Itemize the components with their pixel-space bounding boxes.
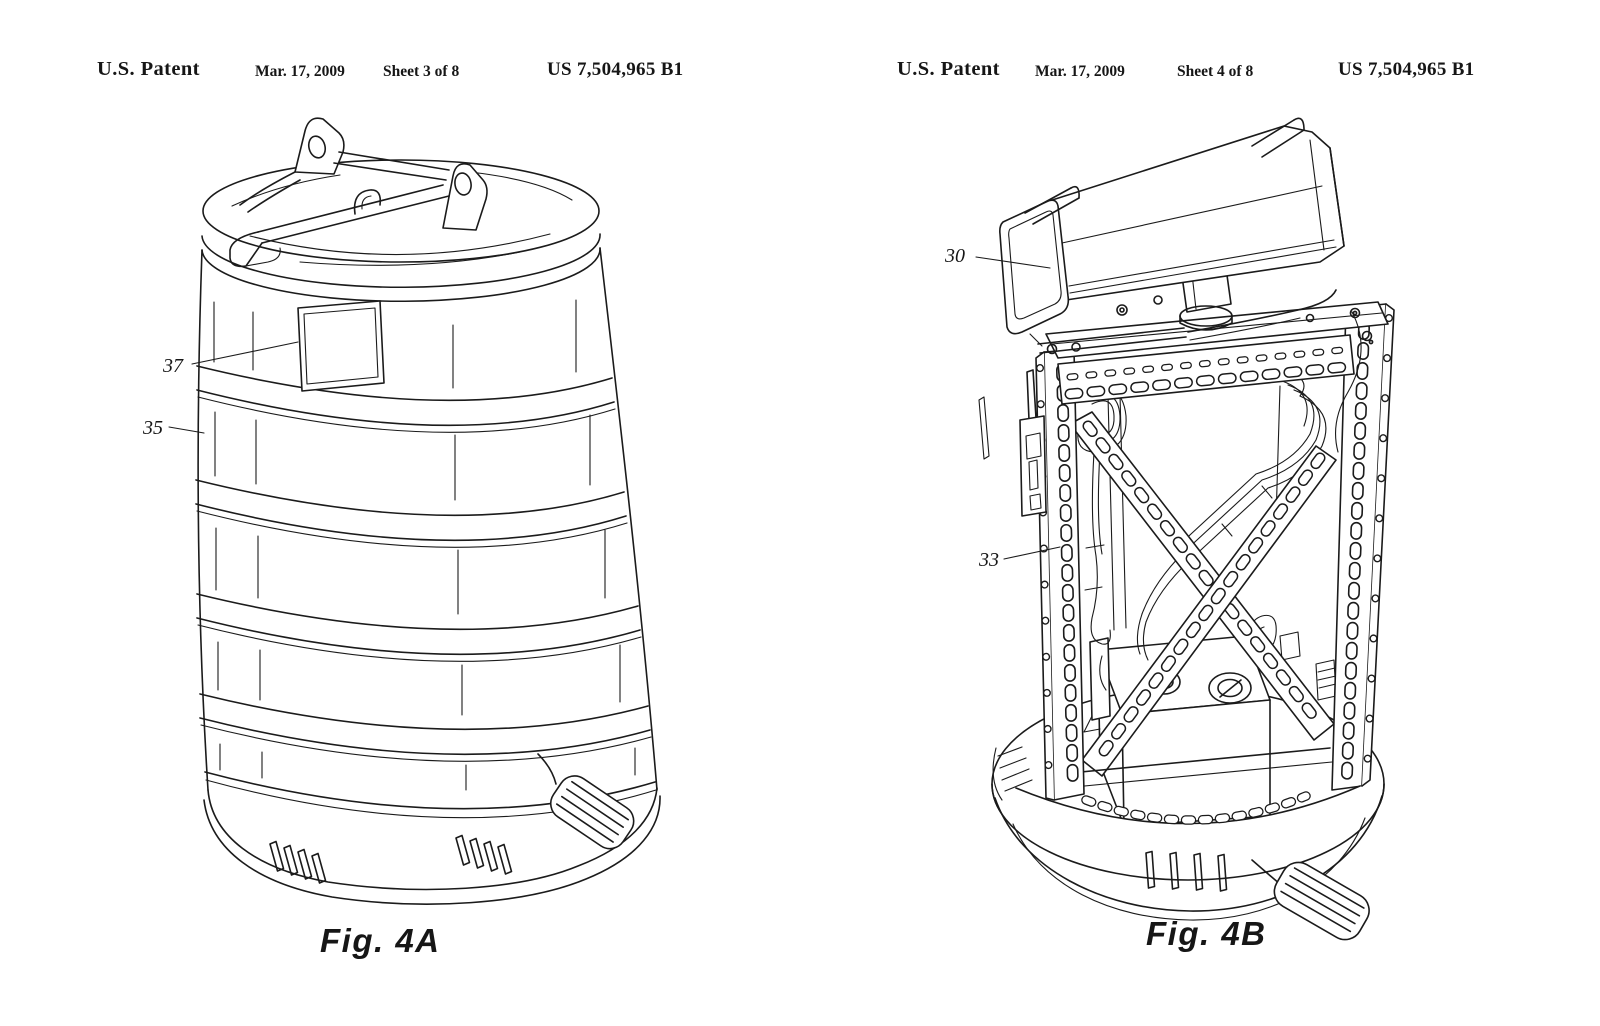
header-sheet-info-right: Sheet 4 of 8 — [1177, 63, 1254, 80]
header-patent-number-left: US 7,504,965 B1 — [547, 59, 684, 80]
reference-numeral-37: 37 — [163, 355, 183, 377]
patent-label-right: U.S. Patent — [897, 58, 1000, 80]
patent-label-left: U.S. Patent — [97, 58, 200, 80]
fig-4b-drawing — [975, 117, 1395, 941]
header-sheet-info-left: Sheet 3 of 8 — [383, 63, 460, 80]
reference-numeral-35: 35 — [143, 417, 163, 439]
figure-caption-4a: Fig. 4A — [320, 922, 441, 959]
header-date-left: Mar. 17, 2009 — [255, 63, 345, 80]
header-date-right: Mar. 17, 2009 — [1035, 63, 1125, 80]
reference-numeral-33: 33 — [979, 549, 999, 571]
figure-caption-4b: Fig. 4B — [1146, 915, 1267, 952]
reference-numeral-30: 30 — [945, 245, 965, 267]
header-patent-number-right: US 7,504,965 B1 — [1338, 59, 1475, 80]
fig-4a-drawing — [168, 117, 661, 905]
